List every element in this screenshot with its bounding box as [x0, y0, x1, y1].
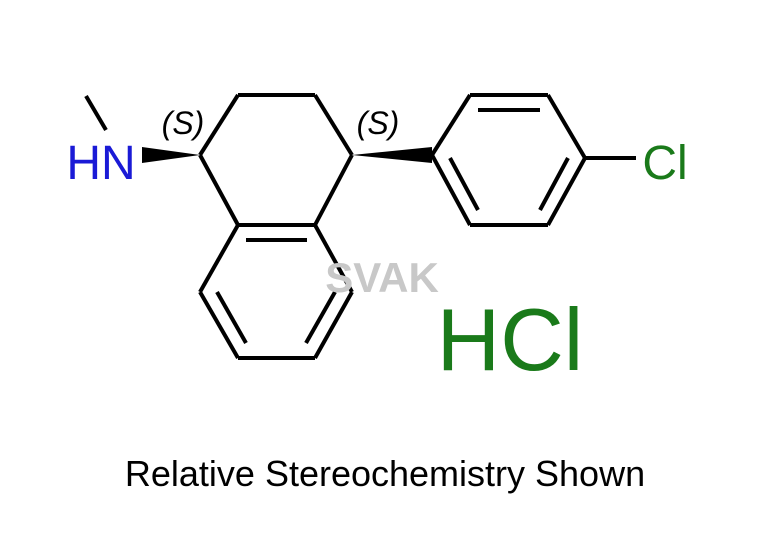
bond-c5-c6-inner: [304, 291, 337, 344]
bond-c4-c4a: [313, 154, 354, 226]
bond-ar6-ar1-inner: [448, 157, 480, 211]
bond-ar3-ar4: [546, 93, 587, 160]
bond-c7-c8-inner: [215, 291, 248, 344]
chlorine-label: Cl: [642, 137, 687, 190]
stereo-descriptor-c4: (S): [357, 105, 400, 141]
stereo-descriptor-c1: (S): [162, 105, 205, 141]
bond-c4a-c5: [313, 224, 354, 293]
bond-ar6-ar1: [430, 154, 472, 226]
caption: Relative Stereochemistry Shown: [125, 453, 645, 494]
bond-c1-c8a: [198, 154, 240, 226]
bond-c5-c6: [313, 291, 354, 359]
bond-ar4-ar5-inner: [538, 157, 570, 211]
amine-label: HN: [66, 137, 135, 190]
bond-c3-c4: [313, 93, 354, 157]
bond-c7-c8: [198, 291, 240, 359]
bond-c8-c8a: [198, 224, 240, 293]
methyl-bond: [84, 94, 108, 132]
bond-ar1-ar2: [430, 93, 472, 157]
bond-c1-c2: [198, 93, 240, 157]
bond-ar4-ar5: [546, 157, 587, 226]
salt-label: HCl: [437, 290, 584, 389]
wedge-bond-n-c1: [142, 147, 200, 163]
wedge-bond-c4-aryl: [352, 147, 432, 163]
watermark: SVAK: [325, 254, 439, 301]
